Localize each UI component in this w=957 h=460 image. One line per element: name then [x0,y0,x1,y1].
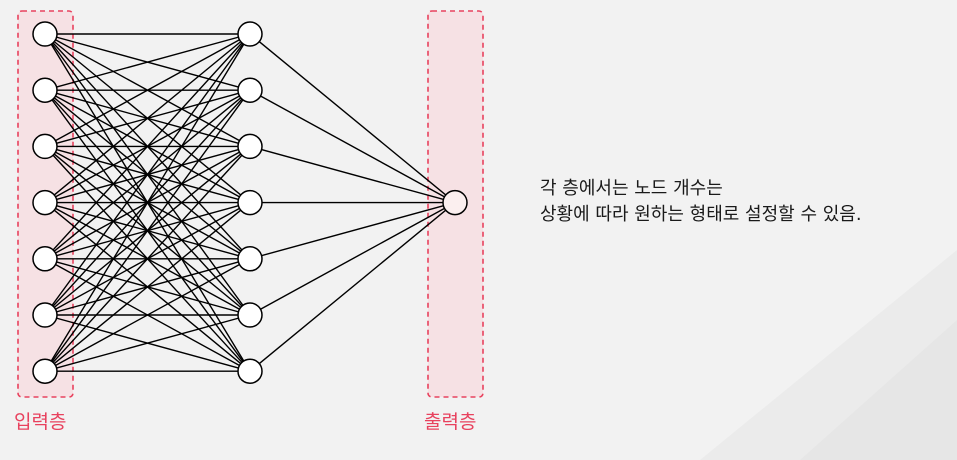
input-layer-label: 입력층 [14,411,67,433]
input-node-5 [32,246,58,272]
edge-input-7-hidden-2 [44,89,251,372]
edge-input-7-hidden-3 [44,145,251,372]
edge-input-7-hidden-4 [44,202,251,372]
description-line-2: 상황에 따라 원하는 형태로 설정할 수 있음. [540,204,862,225]
hidden-node-3 [237,133,263,160]
edge-input-7-hidden-6 [44,314,251,372]
description-line-1: 각 층에서는 노드 개수는 [540,178,723,199]
hidden-node-5 [237,246,263,272]
output-layer-label: 출력층 [424,411,477,433]
nodes [32,21,468,384]
hidden-node-2 [237,77,263,103]
edge-input-7-hidden-1 [44,33,251,372]
edge-hidden-5-output-1 [249,201,456,260]
input-node-6 [32,302,58,328]
edge-hidden-2-output-1 [249,89,456,204]
edge-input-6-hidden-1 [44,33,251,316]
input-node-4 [32,189,58,216]
hidden-node-4 [237,189,263,216]
input-node-3 [32,133,58,160]
edge-input-3-hidden-1 [44,33,251,148]
edge-input-5-hidden-1 [44,33,251,260]
edge-input-2-hidden-1 [44,33,251,91]
connections [44,33,456,372]
hidden-node-7 [237,358,263,384]
edge-hidden-6-output-1 [249,201,456,316]
input-node-1 [32,21,58,47]
description-text: 각 층에서는 노드 개수는 상황에 따라 원하는 형태로 설정할 수 있음. [540,176,862,228]
hidden-node-1 [237,21,263,47]
input-node-7 [32,358,58,384]
edge-input-7-hidden-5 [44,258,251,372]
edge-hidden-3-output-1 [249,145,456,204]
output-node-1 [442,189,468,216]
edge-input-4-hidden-1 [44,33,251,204]
background-decoration [700,250,957,460]
hidden-node-6 [237,302,263,328]
edge-hidden-7-output-1 [249,202,456,372]
edge-hidden-1-output-1 [249,33,456,204]
input-node-2 [32,77,58,103]
